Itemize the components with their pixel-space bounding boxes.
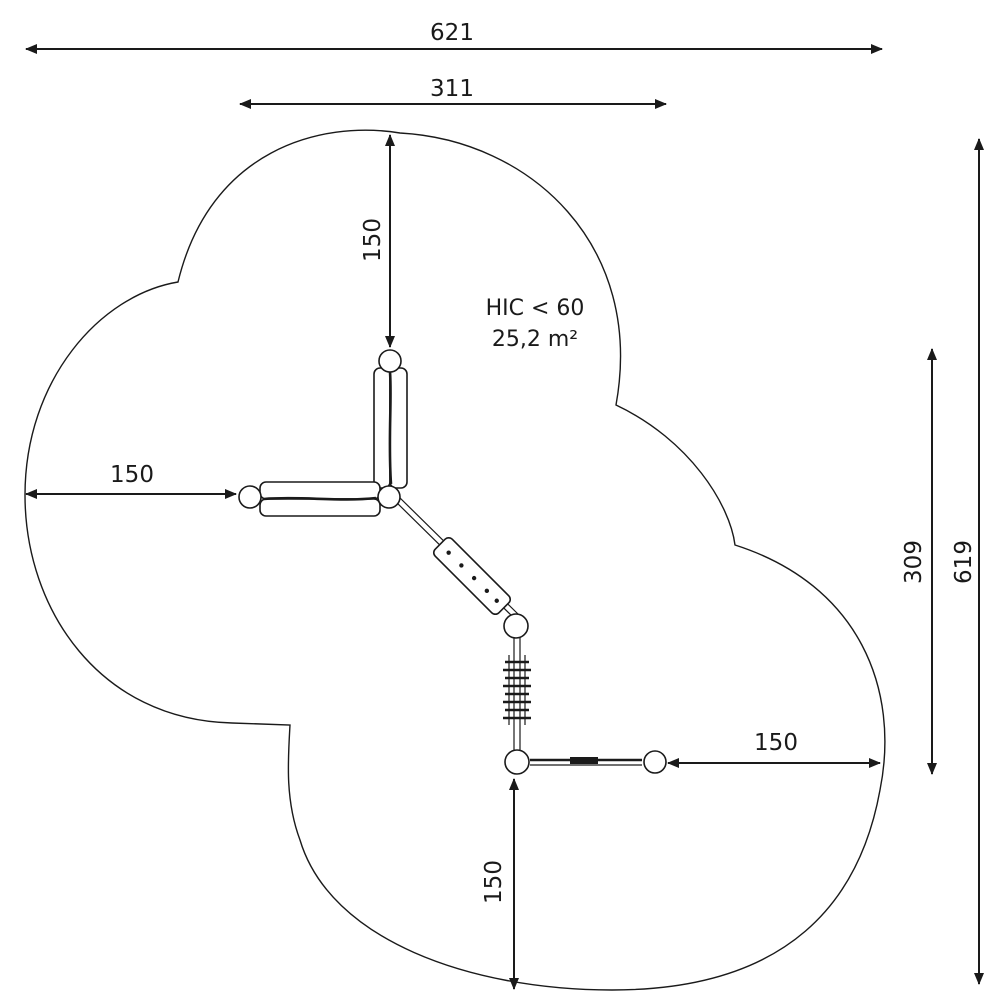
post-lower [504, 749, 530, 775]
diagonal-plank [432, 536, 512, 616]
hic-note: HIC < 60 [486, 296, 585, 321]
post-top [378, 349, 402, 373]
dimension-label-top-offset: 150 [360, 218, 386, 262]
dimension-label-overall-height: 619 [951, 540, 977, 584]
dimension-label-right-offset: 150 [754, 730, 798, 756]
vertical-log-beam [373, 367, 408, 489]
dimension-label-bottom-offset: 150 [481, 860, 507, 904]
rope-traverse [530, 757, 642, 766]
dimension-label-inner-height: 309 [901, 540, 927, 584]
chain-bridge [503, 638, 531, 750]
dimension-label-upper-width: 311 [430, 76, 474, 102]
post-left [238, 485, 262, 509]
post-right [643, 750, 667, 774]
post-center [377, 485, 401, 509]
play-equipment [238, 349, 667, 775]
area-note: 25,2 m² [492, 327, 578, 352]
post-middle [503, 613, 529, 639]
safety-zone-outline [24, 129, 886, 991]
dimension-label-left-offset: 150 [110, 462, 154, 488]
horizontal-log-beam [259, 481, 381, 517]
dimension-label-overall-width: 621 [430, 20, 474, 46]
